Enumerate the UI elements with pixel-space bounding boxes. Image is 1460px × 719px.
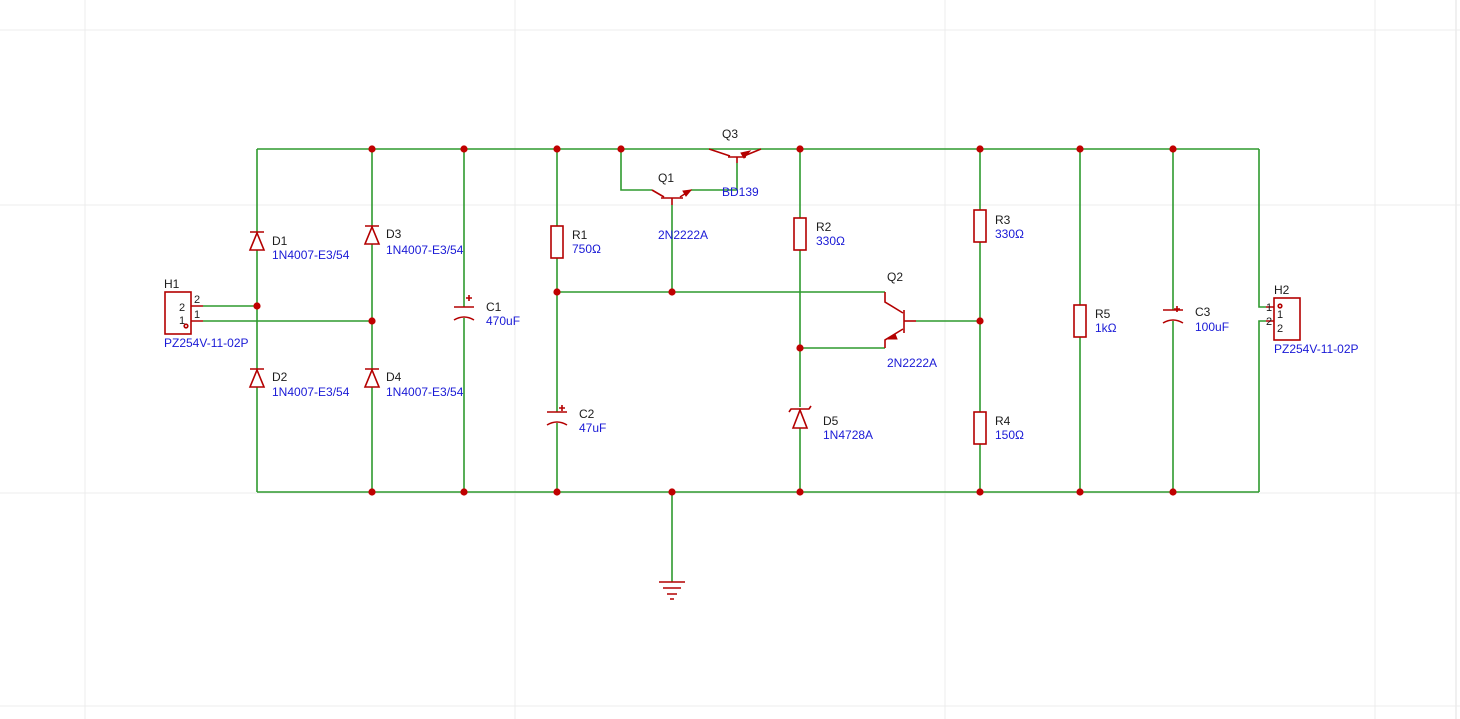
resistor-r2[interactable]: R2 330Ω [793,217,845,251]
ground-symbol[interactable] [659,581,685,600]
c2-designator: C2 [579,407,595,421]
transistor-q1[interactable]: Q1 2N2222A [651,171,708,242]
junctions [253,145,1177,496]
d2-designator: D2 [272,370,288,384]
d4-designator: D4 [386,370,402,384]
r5-value: 1kΩ [1095,321,1117,335]
r2-value: 330Ω [816,234,845,248]
d3-designator: D3 [386,227,402,241]
d1-value: 1N4007-E3/54 [272,248,350,262]
transistor-q2[interactable]: Q2 2N2222A [884,270,937,370]
r2-designator: R2 [816,220,832,234]
diode-d4[interactable]: D4 1N4007-E3/54 [363,367,464,399]
resistor-r4[interactable]: R4 150Ω [973,411,1024,445]
resistor-r5[interactable]: R5 1kΩ [1073,304,1117,338]
h1-pin-2-label: 2 [194,294,200,306]
h1-pin-1-label: 1 [194,309,200,321]
connector-h1[interactable]: 2 1 2 1 H1 PZ254V-11-02P [164,277,249,350]
c2-value: 47uF [579,421,606,435]
r1-value: 750Ω [572,242,601,256]
diode-d2[interactable]: D2 1N4007-E3/54 [248,367,350,399]
connector-h2[interactable]: 1 2 1 2 H2 PZ254V-11-02P [1266,283,1359,356]
r3-designator: R3 [995,213,1011,227]
h2-inner-pin-1: 1 [1277,309,1283,321]
h1-designator: H1 [164,277,180,291]
capacitor-c3[interactable]: C3 100uF [1162,305,1229,334]
h2-pin-2-label: 2 [1266,316,1272,328]
h1-inner-pin-2: 2 [179,302,185,314]
r3-value: 330Ω [995,227,1024,241]
diode-d1[interactable]: D1 1N4007-E3/54 [248,230,350,262]
h2-inner-pin-2: 2 [1277,323,1283,335]
d3-value: 1N4007-E3/54 [386,243,464,257]
q1-designator: Q1 [658,171,674,185]
h2-value: PZ254V-11-02P [1274,342,1359,356]
q3-value: BD139 [722,185,759,199]
wires [203,148,1266,582]
h1-inner-pin-1: 1 [179,315,185,327]
q3-designator: Q3 [722,127,738,141]
d5-designator: D5 [823,414,839,428]
capacitor-c1[interactable]: C1 470uF [453,295,520,328]
c3-value: 100uF [1195,320,1229,334]
q2-value: 2N2222A [887,356,937,370]
d2-value: 1N4007-E3/54 [272,385,350,399]
d4-value: 1N4007-E3/54 [386,385,464,399]
h1-value: PZ254V-11-02P [164,336,249,350]
h2-pin-1-label: 1 [1266,302,1272,314]
d1-designator: D1 [272,234,288,248]
transistor-q3[interactable]: Q3 BD139 [708,127,762,199]
c3-designator: C3 [1195,305,1211,319]
r1-designator: R1 [572,228,588,242]
r4-designator: R4 [995,414,1011,428]
r5-designator: R5 [1095,307,1111,321]
r4-value: 150Ω [995,428,1024,442]
q1-value: 2N2222A [658,228,708,242]
c1-value: 470uF [486,314,520,328]
h2-designator: H2 [1274,283,1290,297]
zener-diode-d5[interactable]: D5 1N4728A [788,405,873,442]
diode-d3[interactable]: D3 1N4007-E3/54 [363,224,464,257]
resistor-r3[interactable]: R3 330Ω [973,209,1024,243]
capacitor-c2[interactable]: C2 47uF [546,405,606,435]
d5-value: 1N4728A [823,428,873,442]
resistor-r1[interactable]: R1 750Ω [550,225,601,259]
q2-designator: Q2 [887,270,903,284]
c1-designator: C1 [486,300,502,314]
